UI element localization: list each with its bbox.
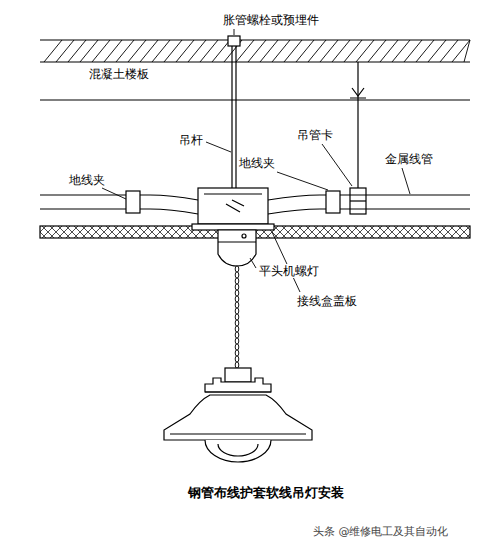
slab-hatch-stroke [176,40,194,62]
slab-hatch-stroke [284,40,302,62]
part-label: 平头机螺灯 [258,264,320,278]
metal-conduit [40,195,198,214]
caption: 钢管布线护套软线吊灯安装 [188,485,344,501]
ground-clamp [126,191,140,213]
lamp-shade [205,391,271,392]
lamp-cap-plate [205,378,271,392]
lamp-holder [218,230,256,266]
chain-link [235,290,239,296]
slab-hatch-stroke [80,40,98,62]
chain-link [235,272,239,278]
slab-hatch-stroke [464,40,470,62]
slab-bottom [40,99,470,100]
chain-link [235,332,239,338]
pipe-hanger-rod [357,62,358,188]
bolt-head [228,36,240,46]
chain-link [235,284,239,290]
part-label: 金属线管 [384,152,434,166]
slab-hatch-stroke [428,40,446,62]
lamp-socket [225,368,251,382]
slab-hatch-stroke [248,40,266,62]
chain-link [235,338,239,344]
part-label: 地线夹 [238,156,276,170]
pipe-clamp [350,188,366,214]
slab-hatch-stroke [272,40,290,62]
slab-hatch-stroke [380,40,398,62]
slab-hatching [44,40,470,62]
lamp-shade [170,433,306,434]
chain-link [235,362,239,368]
slab-hatch-stroke [212,40,230,62]
slab-hatch-stroke [344,40,362,62]
slab-hatch-stroke [368,40,386,62]
slab-hatch-stroke [188,40,206,62]
wires [226,200,244,212]
label: 胀管螺栓或预埋件 [222,13,320,27]
slab-hatch-stroke [356,40,374,62]
chain-link [235,350,239,356]
slab-hatch-stroke [128,40,146,62]
slab-hatch-stroke [392,40,410,62]
hanger-rod [231,46,232,190]
slab-hatch-stroke [308,40,326,62]
slab-hatch-stroke [116,40,134,62]
ground-clamp [326,191,340,213]
metal-conduit [268,195,470,214]
slab-hatch-stroke [92,40,110,62]
chain-link [235,326,239,332]
lamp-shade [164,395,312,440]
chain-link [235,266,239,272]
chain-link [235,308,239,314]
cord-chain [235,266,239,368]
watermark: 头条 @维修电工及其自动化 [312,525,450,539]
junction-box [198,188,268,224]
slab-hatch-stroke [140,40,158,62]
chain-link [235,356,239,362]
slab-hatch-stroke [68,40,86,62]
lamp-holder [218,241,256,242]
slab-hatch-stroke [440,40,458,62]
box-cover-plate [192,224,274,230]
chain-link [235,344,239,350]
slab-hatch-stroke [164,40,182,62]
slab-hatch-stroke [152,40,170,62]
slab-hatch-stroke [404,40,422,62]
lamp-bulb-cover [218,444,258,456]
slab-hatch-stroke [416,40,434,62]
slab-hatch-stroke [56,40,74,62]
chain-link [235,302,239,308]
slab-hatch-stroke [296,40,314,62]
hanger-rod [235,46,236,190]
slab-label: 混凝土楼板 [88,67,150,81]
part-label: 吊管卡 [296,128,334,142]
lamp-bulb-cover [205,440,271,462]
chain-link [235,314,239,320]
part-label: 吊杆 [178,133,204,147]
part-label: 接线盒盖板 [296,294,358,308]
slab-hatch-stroke [200,40,218,62]
wing-nut [350,88,366,98]
slab-hatch-stroke [260,40,278,62]
machine-screw [242,234,246,238]
chain-link [235,296,239,302]
slab-hatch-stroke [320,40,338,62]
slab-top [40,39,470,40]
part-label: 地线夹 [68,173,106,187]
pipe-clamp [350,200,366,201]
chain-link [235,278,239,284]
slab-hatch-stroke [104,40,122,62]
slab-hatch-stroke [452,40,470,62]
chain-link [235,320,239,326]
slab-hatch-stroke [44,40,62,62]
slab-hatch-stroke [332,40,350,62]
junction-box [204,193,262,194]
